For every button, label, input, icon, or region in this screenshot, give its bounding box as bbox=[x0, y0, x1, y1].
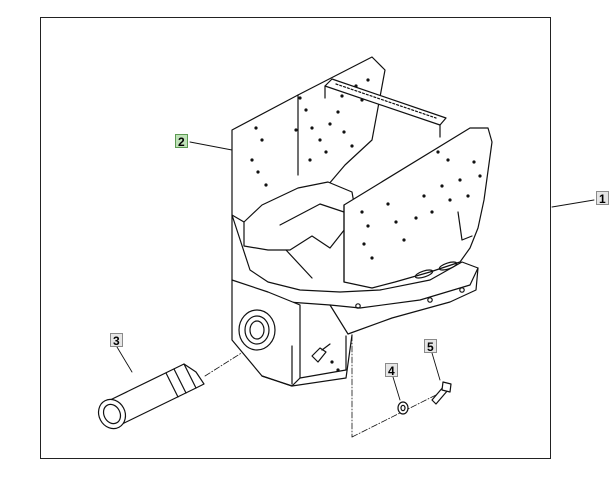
top-cross-tube bbox=[324, 78, 447, 138]
callout-5[interactable]: 5 bbox=[424, 339, 437, 354]
callout-2[interactable]: 2 bbox=[175, 134, 188, 149]
callout-3[interactable]: 3 bbox=[110, 333, 123, 348]
part-5-bolt bbox=[431, 381, 452, 405]
callout-1[interactable]: 1 bbox=[596, 191, 609, 206]
side-fitting bbox=[311, 343, 340, 372]
leader-lines bbox=[116, 141, 595, 401]
part-2-right-side-plate bbox=[343, 127, 493, 289]
lower-hub-block bbox=[231, 279, 353, 387]
part-2-left-side-plate bbox=[231, 56, 386, 223]
callout-4[interactable]: 4 bbox=[385, 363, 398, 378]
diagram-frame bbox=[40, 17, 551, 459]
part-3-tube bbox=[97, 363, 205, 430]
part-4-washer bbox=[397, 401, 409, 415]
central-saddle bbox=[243, 181, 357, 279]
